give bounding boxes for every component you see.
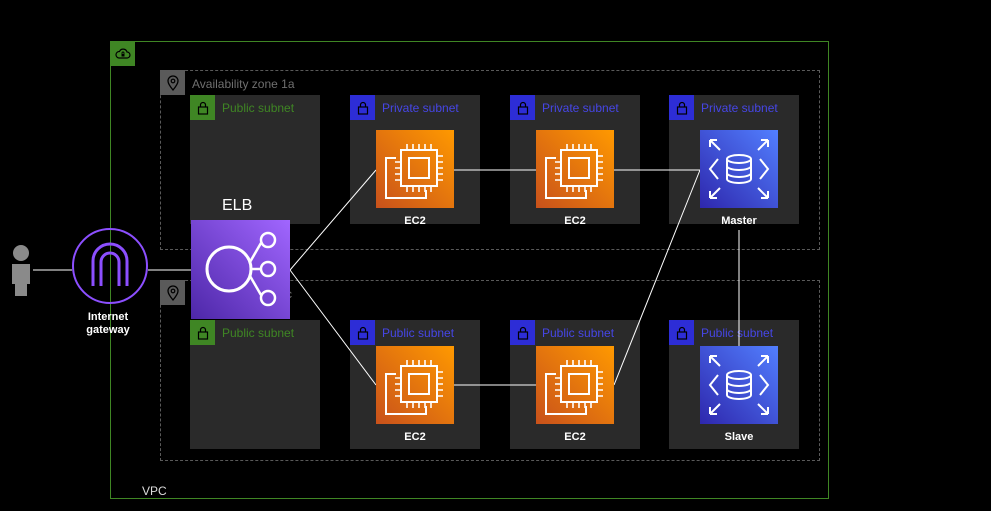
subnet-public-2: Public subnet	[190, 320, 320, 449]
ec2-chip-icon	[536, 346, 614, 424]
subnet-label: Private subnet	[542, 101, 619, 115]
location-pin-icon	[160, 70, 185, 95]
subnet-label: Public subnet	[222, 101, 295, 115]
internet-gateway-icon	[72, 228, 150, 311]
link-elb-ec2-3	[289, 269, 377, 386]
subnet-label: Private subnet	[701, 101, 778, 115]
subnet-public-1: Public subnet	[190, 95, 320, 224]
subnet-label: Private subnet	[382, 101, 459, 115]
lock-icon	[190, 95, 215, 120]
lock-icon	[669, 95, 694, 120]
master-label: Master	[721, 215, 757, 227]
ec2-chip-icon	[536, 130, 614, 208]
location-pin-icon	[160, 280, 185, 305]
lock-icon	[669, 320, 694, 345]
database-icon	[700, 346, 778, 424]
user-icon	[8, 244, 34, 301]
elb-label: ELB	[222, 197, 253, 214]
subnet-label: Public subnet	[542, 326, 615, 340]
link-elb-ec2-1	[289, 169, 377, 271]
lock-icon	[510, 95, 535, 120]
slave-label: Slave	[724, 431, 754, 443]
ec2-label: EC2	[404, 431, 426, 443]
ec2-label: EC2	[404, 215, 426, 227]
lock-icon	[190, 320, 215, 345]
cloud-lock-icon	[110, 41, 135, 66]
subnet-label: Public subnet	[701, 326, 774, 340]
ec2-chip-icon	[376, 130, 454, 208]
lock-icon	[350, 95, 375, 120]
igw-label: Internet gateway	[86, 311, 130, 336]
load-balancer-icon	[191, 220, 290, 319]
database-icon	[700, 130, 778, 208]
vpc-label: VPC	[142, 484, 167, 498]
ec2-chip-icon	[376, 346, 454, 424]
link-ec2-4-master	[613, 169, 701, 386]
subnet-label: Public subnet	[222, 326, 295, 340]
availability-zone-2	[160, 280, 820, 461]
lock-icon	[510, 320, 535, 345]
subnet-label: Public subnet	[382, 326, 455, 340]
vpc-container	[110, 41, 829, 499]
ec2-label: EC2	[564, 431, 586, 443]
availability-zone-label: Availability zone 1a	[192, 77, 295, 91]
availability-zone-1	[160, 70, 820, 250]
ec2-label: EC2	[564, 215, 586, 227]
lock-icon	[350, 320, 375, 345]
